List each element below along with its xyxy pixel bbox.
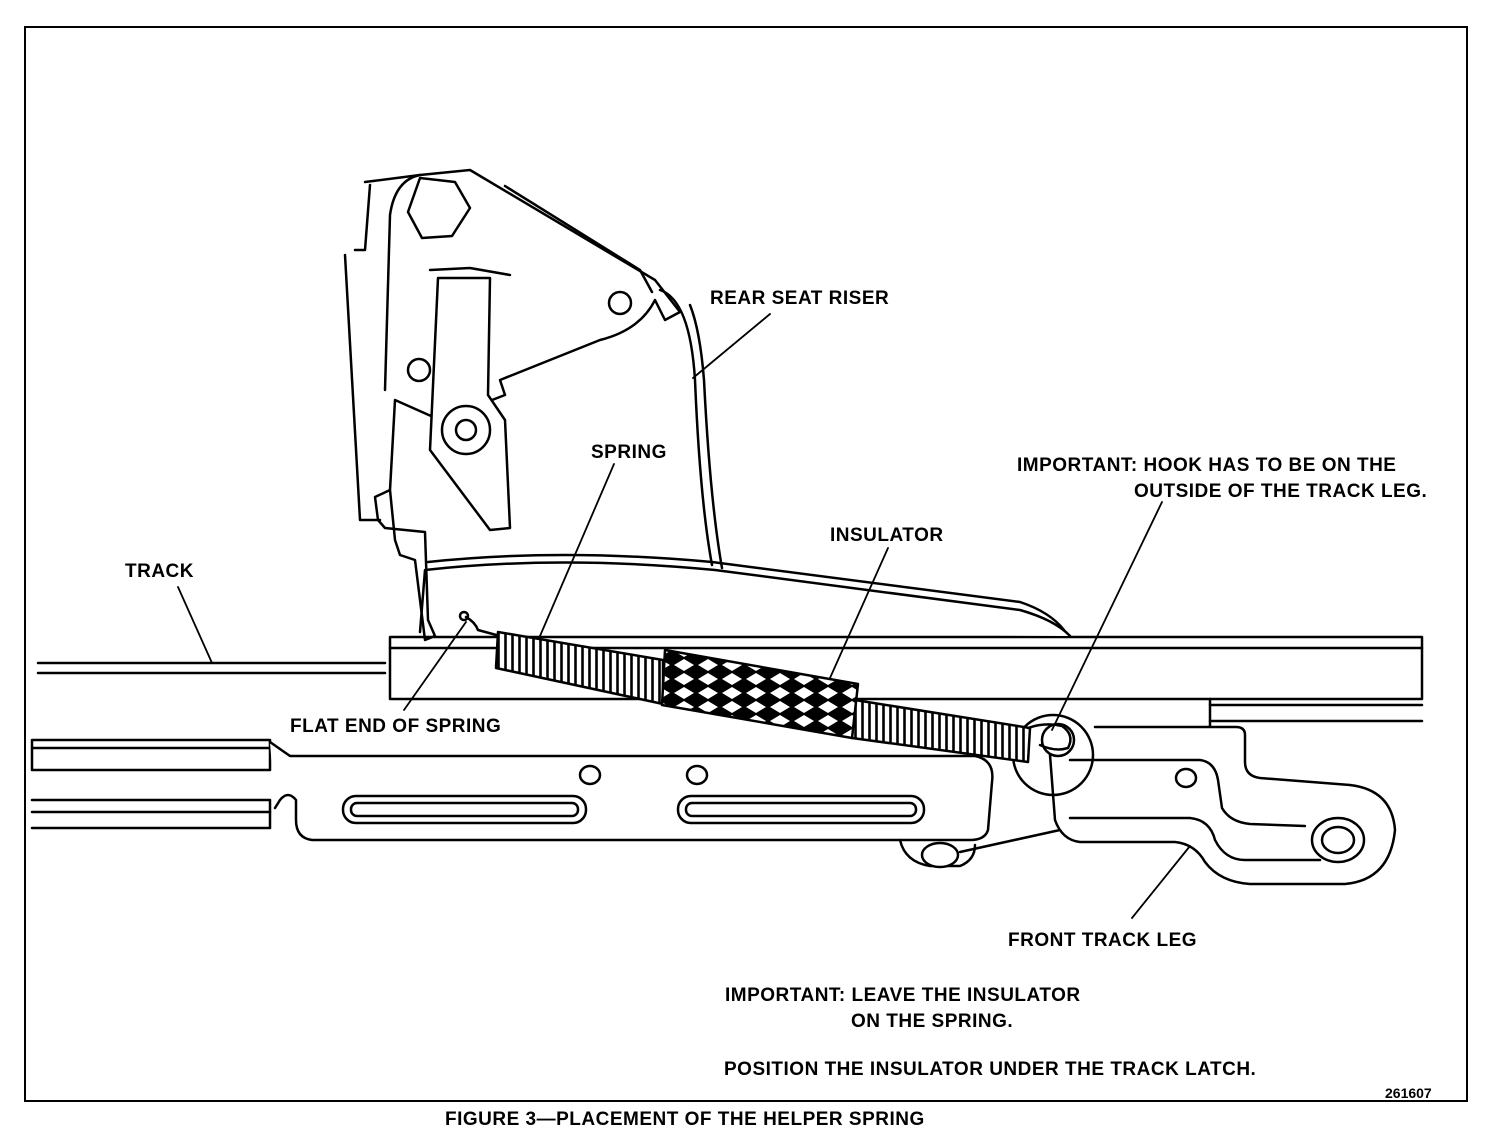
label-spring: SPRING xyxy=(591,442,667,463)
label-insulator: INSULATOR xyxy=(830,525,944,546)
figure-caption: FIGURE 3—PLACEMENT OF THE HELPER SPRING xyxy=(445,1109,925,1130)
label-important-hook-2: OUTSIDE OF THE TRACK LEG. xyxy=(1134,481,1428,502)
label-important-insulator-2: ON THE SPRING. xyxy=(851,1011,1014,1032)
figure-number: 261607 xyxy=(1385,1085,1432,1101)
label-important-insulator-1: IMPORTANT: LEAVE THE INSULATOR xyxy=(725,985,1081,1006)
label-track: TRACK xyxy=(125,561,194,582)
label-rear-seat-riser: REAR SEAT RISER xyxy=(710,288,890,309)
rear-seat-riser xyxy=(343,168,1072,642)
label-flat-end-of-spring: FLAT END OF SPRING xyxy=(290,716,502,737)
front-track-leg xyxy=(1011,713,1397,886)
label-position-note: POSITION THE INSULATOR UNDER THE TRACK L… xyxy=(724,1059,1257,1080)
lower-leg-plate xyxy=(268,740,1062,869)
label-front-track-leg: FRONT TRACK LEG xyxy=(1008,930,1198,951)
leader-lines xyxy=(177,313,1191,919)
helper-spring xyxy=(458,610,1076,764)
label-important-hook-1: IMPORTANT: HOOK HAS TO BE ON THE xyxy=(1017,455,1397,476)
figure-frame xyxy=(24,26,1468,1102)
lower-rail xyxy=(30,738,272,830)
